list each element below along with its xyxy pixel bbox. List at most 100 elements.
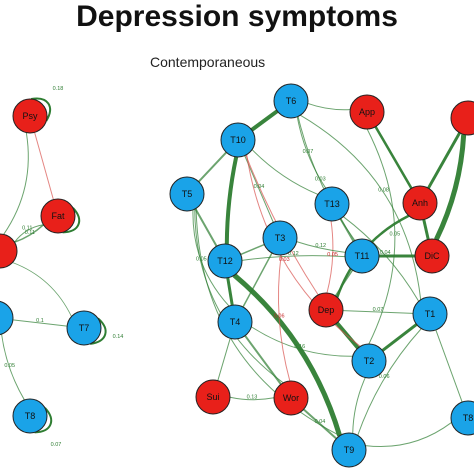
page-title: Depression symptoms	[76, 0, 398, 33]
node-circle	[40, 198, 76, 234]
node-t13: T13	[314, 186, 350, 222]
edge-l1-fat	[14, 224, 44, 243]
node-circle	[331, 432, 367, 468]
node-circle	[0, 300, 14, 336]
node-label: T4	[230, 317, 241, 327]
node-label: T2	[364, 356, 375, 366]
loop-weight-label: 0.18	[53, 86, 64, 92]
edge-wor-t9	[302, 408, 338, 440]
node-label: T9	[344, 445, 355, 455]
edge-t10-t5	[197, 151, 228, 183]
edge-t4-wor	[244, 335, 282, 385]
edge-t4-sui	[217, 338, 231, 381]
edge-l2-t8	[1, 333, 25, 401]
edge-weight-label: 0.13	[247, 395, 258, 401]
edge-t2-t9	[352, 377, 366, 434]
edge-t12-t4	[226, 277, 234, 306]
edge-weight-label: 0.12	[288, 251, 299, 257]
edge-t12-t11	[241, 255, 346, 261]
node-label: T8	[463, 413, 474, 423]
edge-l1-t7	[12, 262, 72, 317]
edge-dic-r1	[434, 134, 467, 241]
node-app: App	[349, 94, 385, 130]
self-loop-t8	[34, 407, 53, 434]
node-circle	[351, 343, 387, 379]
edge-t6-app	[307, 102, 351, 111]
edge-anh-r1	[427, 132, 461, 189]
edge-t10-t3	[244, 155, 274, 223]
node-circle	[349, 94, 385, 130]
edge-t13-dep	[326, 220, 334, 294]
edge-weight-label: 0.16	[294, 344, 305, 350]
edge-weight-label: 0.12	[315, 243, 326, 249]
node-circle	[450, 400, 474, 436]
node-label: T6	[286, 96, 297, 106]
edge-weight-label: 0.05	[390, 231, 401, 237]
node-t9: T9	[331, 432, 367, 468]
node-label: Wor	[283, 393, 299, 403]
node-circle	[0, 233, 18, 269]
edge-layer	[1, 97, 467, 447]
node-fat: Fat	[40, 198, 76, 234]
node-circle	[402, 185, 438, 221]
node-r1	[450, 100, 474, 136]
node-circle	[273, 380, 309, 416]
node-circle	[169, 176, 205, 212]
edge-psy-fat	[34, 132, 54, 200]
node-psy: Psy	[12, 98, 48, 134]
node-circle	[412, 296, 448, 332]
edge-weight-label: 0.11	[22, 226, 32, 232]
node-label: T10	[230, 135, 246, 145]
edge-t1-r2	[435, 329, 463, 403]
node-label: T5	[182, 189, 193, 199]
node-t3: T3	[262, 220, 298, 256]
node-t10: T10	[220, 122, 256, 158]
edge-anh-dic	[422, 219, 430, 240]
edge-weight-label: 0.11	[25, 230, 35, 236]
edge-sui-wor	[229, 396, 275, 401]
node-label: Dep	[318, 305, 335, 315]
edge-app-t2	[366, 128, 396, 345]
edge-weight-label: 0.05	[4, 363, 15, 369]
node-t4: T4	[217, 304, 253, 340]
edge-t13-t1	[343, 216, 420, 302]
node-l2	[0, 300, 14, 336]
edge-t12-t9	[232, 273, 343, 437]
node-t7: T7	[66, 310, 102, 346]
node-circle	[66, 310, 102, 346]
edge-weight-label: 0.04	[315, 419, 326, 425]
edge-weight-label: 0.08	[378, 187, 389, 193]
node-circle	[450, 100, 474, 136]
node-circle	[217, 304, 253, 340]
edge-t5-wor	[194, 209, 284, 384]
edge-app-anh	[374, 126, 413, 189]
self-loop-psy	[31, 97, 51, 122]
edge-t4-t2	[251, 326, 353, 357]
node-label: T3	[275, 233, 286, 243]
edge-t6-t10	[250, 109, 279, 132]
node-t12: T12	[207, 243, 243, 279]
node-label: T13	[324, 199, 340, 209]
node-t2: T2	[351, 343, 387, 379]
node-t5: T5	[169, 176, 205, 212]
node-label: DiC	[425, 251, 440, 261]
loop-weight-label: 0.07	[51, 442, 62, 448]
node-label: App	[359, 107, 375, 117]
edge-weight-label: 0.05	[196, 257, 207, 263]
node-label: T11	[355, 251, 370, 261]
edge-t3-t11	[296, 241, 346, 253]
node-t1: T1	[412, 296, 448, 332]
loop-weight-label: 0.14	[113, 334, 124, 340]
edge-t12-t3	[240, 243, 265, 256]
edge-l2-t7	[12, 319, 68, 327]
node-circle	[220, 122, 256, 158]
node-circle	[12, 98, 48, 134]
edge-weight-label: 0.04	[380, 250, 391, 256]
edge-weight-label: 0.07	[303, 149, 314, 155]
node-label: T12	[217, 256, 233, 266]
edge-weight-label: 0.05	[327, 252, 338, 258]
edge-weight-label: 0.1	[36, 318, 44, 324]
edge-weight-label: 0.04	[254, 184, 265, 190]
